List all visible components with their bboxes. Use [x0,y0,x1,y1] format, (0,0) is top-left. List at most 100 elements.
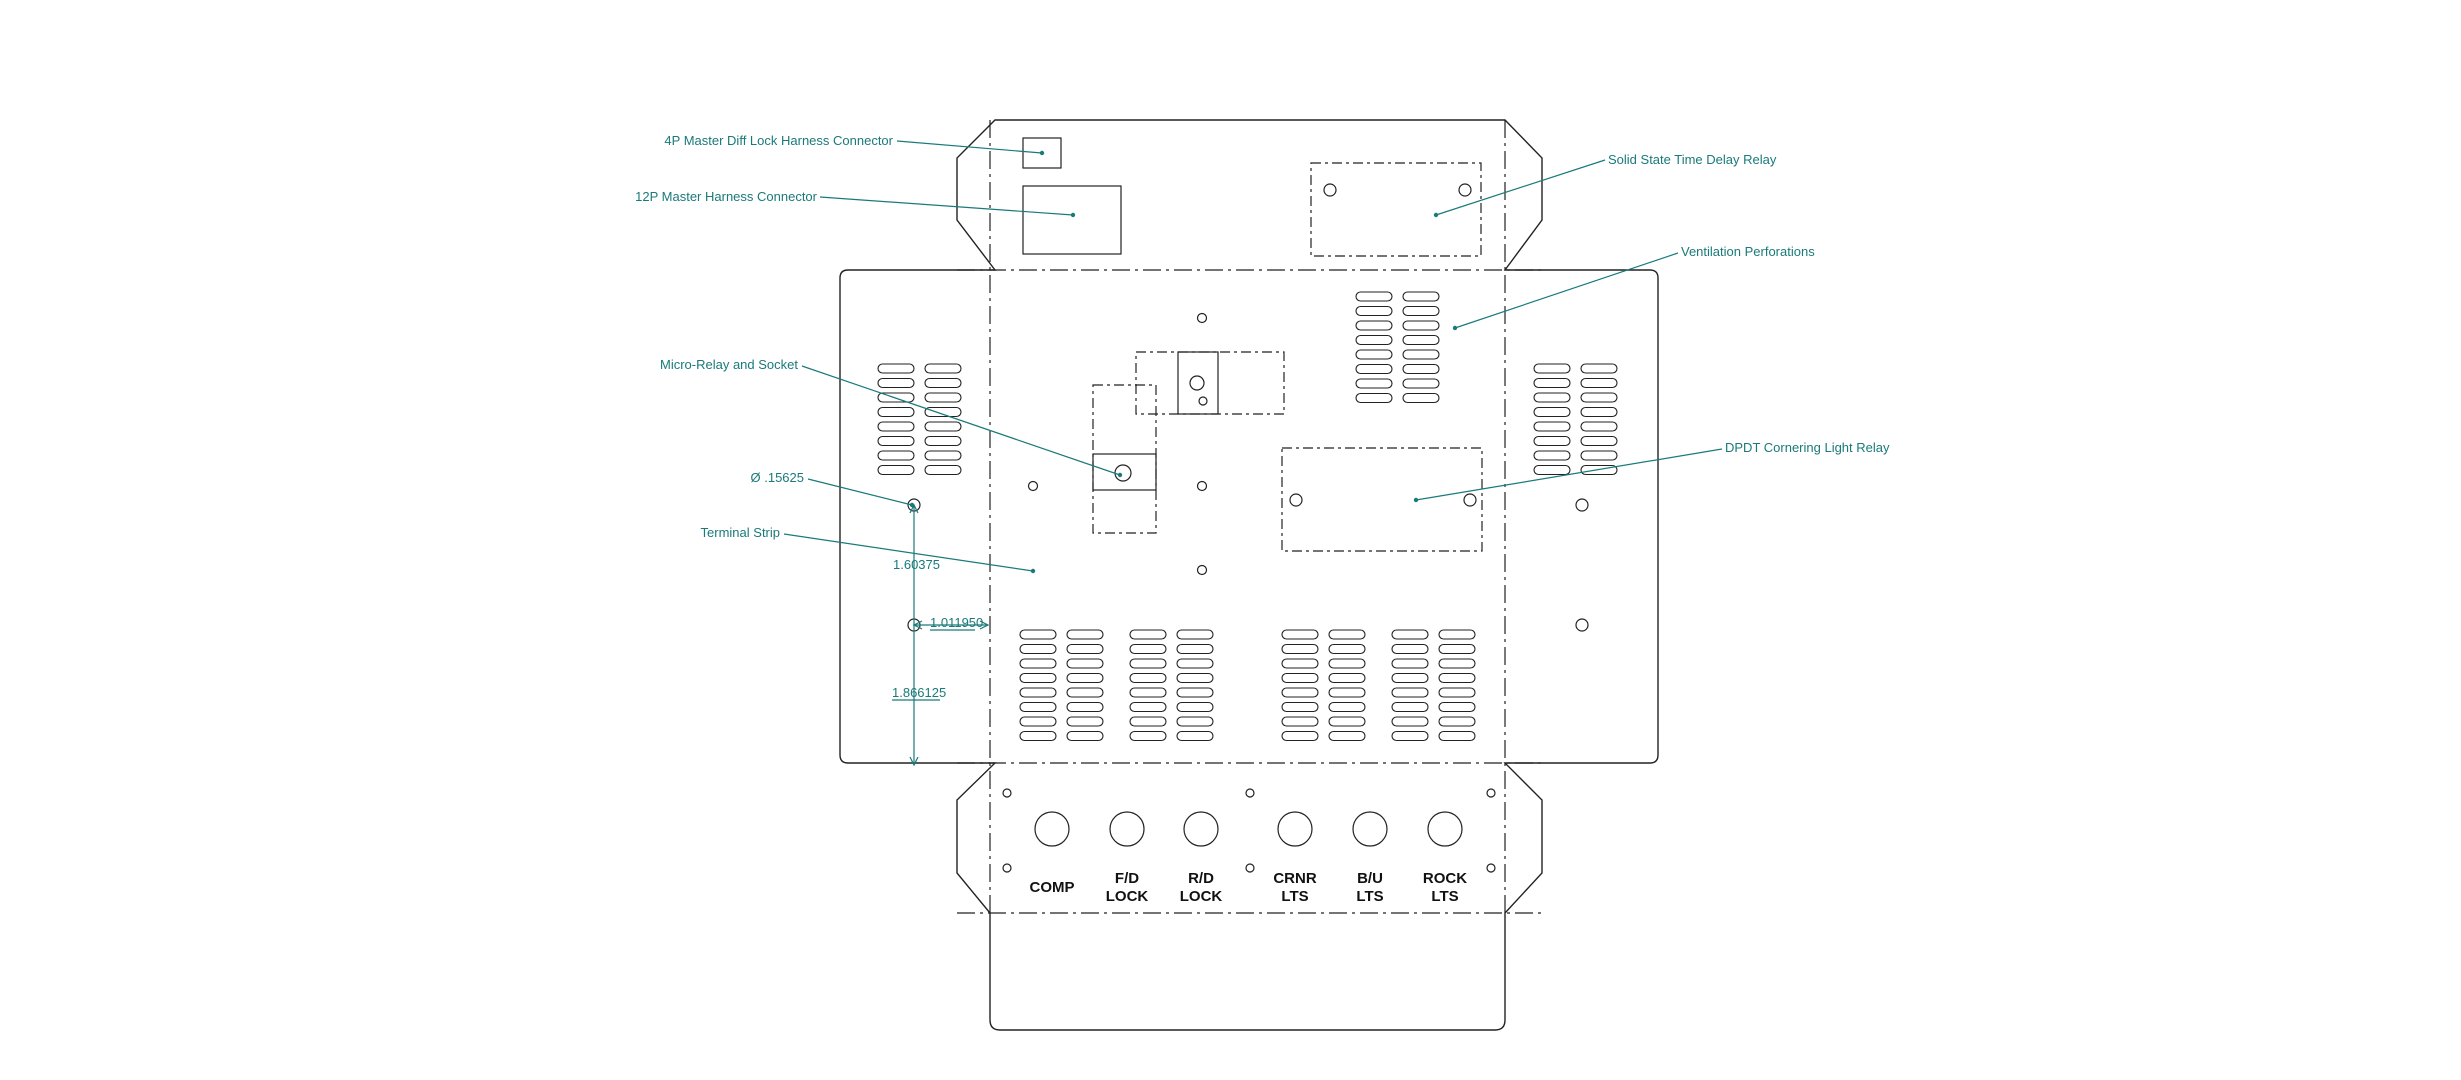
vent-slot [1129,658,1167,669]
switch-label-line2: LOCK [1180,888,1223,905]
vent-slot [877,363,915,374]
vent-slot [924,406,962,418]
flap-hole [1002,788,1012,798]
micro-relay-pin-hole [1189,375,1205,391]
vent-slot [1066,687,1104,698]
vent-slot [1176,658,1214,669]
vent-slot [1580,406,1618,418]
vent-slot [1402,334,1440,346]
vent-slot [877,450,915,461]
vent-slot [1355,320,1393,331]
vent-slot [1129,672,1167,684]
switch-label: COMP [1030,879,1075,896]
flat-pattern-outline [839,119,1659,1031]
vent-slot [1391,629,1429,640]
vent-slot [1438,629,1476,640]
cornering-relay-hole-right [1463,493,1477,507]
vent-slot [1129,730,1167,742]
vent-slot [1580,392,1618,403]
vent-slot [1533,435,1571,447]
mount-hole [1196,480,1208,492]
vent-slot [1176,730,1214,742]
flap-hole [1486,863,1496,873]
dimension-1: 1.60375 [893,557,940,572]
vent-slot [1438,701,1476,713]
mount-hole [1027,480,1039,492]
vent-slot [1281,672,1319,684]
vent-slot [1580,435,1618,447]
side-hole [1575,618,1589,632]
vent-slot [1281,643,1319,655]
cornering-relay-hole-left [1289,493,1303,507]
callout-cornering-relay: DPDT Cornering Light Relay [1725,440,1890,455]
vent-slot [1391,730,1429,742]
flap-hole [1002,863,1012,873]
flap-hole [1245,863,1255,873]
vent-slot [1355,378,1393,389]
vent-slot [1019,730,1057,742]
vent-slot [924,421,962,432]
vent-slot [1438,730,1476,742]
vent-slot [1281,730,1319,742]
vent-slot [1438,658,1476,669]
vent-slot [1129,629,1167,640]
vent-slot [1533,464,1571,476]
vent-slot [1533,450,1571,461]
vent-slot [1281,629,1319,640]
vent-slot [1580,363,1618,374]
switch-label-line2: LTS [1356,888,1383,905]
callout-time-delay-relay: Solid State Time Delay Relay [1608,152,1777,167]
vent-slot [1533,421,1571,432]
vent-slot [1580,377,1618,389]
switch-label-line2: LOCK [1106,888,1149,905]
vent-slot [1391,658,1429,669]
vent-slot [1328,716,1366,727]
vent-slot [1402,363,1440,375]
vent-slot [1019,701,1057,713]
callouts: 4P Master Diff Lock Harness Connector 12… [635,133,1890,540]
micro-relay-socket-inner [1092,453,1157,491]
vent-slot [1533,392,1571,403]
vent-slot [1129,687,1167,698]
vent-slot [1281,716,1319,727]
fold-lines [957,120,1542,914]
vent-slot [1355,291,1393,302]
vent-slot [1328,658,1366,669]
mount-hole [1196,312,1208,324]
vent-slot [1019,687,1057,698]
vent-slot [1176,687,1214,698]
vent-slot [1438,643,1476,655]
vent-slot [1129,716,1167,727]
vent-slot [1066,643,1104,655]
dimension-lines: 1.60375 1.011950 1.866125 [892,503,990,767]
vent-slot [1281,687,1319,698]
vent-slot [1438,672,1476,684]
vent-slot [877,406,915,418]
vent-slot [1391,701,1429,713]
switch-label-line1: ROCK [1423,870,1467,887]
flap-hole [1486,788,1496,798]
vent-slot [877,421,915,432]
switch-hole [1183,811,1219,847]
vent-slot [1066,716,1104,727]
vent-slot [1391,643,1429,655]
vent-slot [1402,320,1440,331]
time-delay-relay-outline [1310,162,1482,257]
callout-hole-diameter: Ø .15625 [751,470,805,485]
vent-slot [1391,672,1429,684]
vent-slot [1402,378,1440,389]
vent-slot [1066,658,1104,669]
vent-slot [1533,377,1571,389]
callout-diff-lock-connector: 4P Master Diff Lock Harness Connector [664,133,893,148]
switch-label-line2: LTS [1431,888,1458,905]
vent-slot [1328,672,1366,684]
dimension-3: 1.866125 [892,685,946,700]
vent-slot [1355,305,1393,317]
time-delay-relay-hole-right [1458,183,1472,197]
micro-relay-pin-hole-small [1198,396,1208,406]
callout-ventilation: Ventilation Perforations [1681,244,1815,259]
vent-slot [1281,701,1319,713]
vent-slot [1402,305,1440,317]
